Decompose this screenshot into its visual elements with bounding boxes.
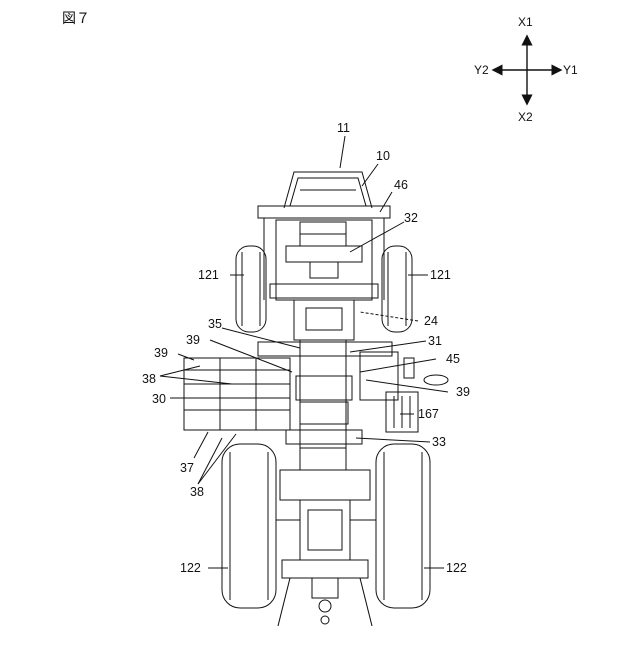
label-37: 37 bbox=[180, 461, 194, 475]
axis-label-y2: Y2 bbox=[474, 63, 489, 77]
central-frame bbox=[258, 340, 392, 470]
label-38-a: 38 bbox=[142, 372, 156, 386]
rear-wheel-right bbox=[376, 444, 430, 608]
label-39-c: 39 bbox=[456, 385, 470, 399]
label-11: 11 bbox=[337, 121, 350, 135]
label-35: 35 bbox=[208, 317, 222, 331]
label-39-b: 39 bbox=[154, 346, 168, 360]
label-121-right: 121 bbox=[430, 268, 451, 282]
label-38-b: 38 bbox=[190, 485, 204, 499]
rear-wheel-left bbox=[222, 444, 276, 608]
label-33: 33 bbox=[432, 435, 446, 449]
leader-lines bbox=[160, 136, 448, 568]
axis-label-x2: X2 bbox=[518, 110, 533, 124]
axis-label-y1: Y1 bbox=[563, 63, 578, 77]
label-46: 46 bbox=[394, 178, 408, 192]
label-121-left: 121 bbox=[198, 268, 219, 282]
label-122-right: 122 bbox=[446, 561, 467, 575]
label-45: 45 bbox=[446, 352, 460, 366]
label-31: 31 bbox=[428, 334, 442, 348]
label-167: 167 bbox=[418, 407, 439, 421]
figure-title: 図７ bbox=[62, 8, 90, 28]
label-122-left: 122 bbox=[180, 561, 201, 575]
label-32: 32 bbox=[404, 211, 418, 225]
label-24: 24 bbox=[424, 314, 438, 328]
front-wheel-left bbox=[236, 246, 266, 332]
battery-rack bbox=[184, 358, 290, 430]
label-10: 10 bbox=[376, 149, 390, 163]
cabin-outline bbox=[258, 172, 390, 340]
label-39-a: 39 bbox=[186, 333, 200, 347]
label-30: 30 bbox=[152, 392, 166, 406]
axis-label-x1: X1 bbox=[518, 15, 533, 29]
reference-labels: 11 10 46 32 121 121 24 35 31 39 39 45 38… bbox=[142, 121, 470, 575]
direction-indicator bbox=[497, 40, 557, 100]
rear-drivetrain bbox=[276, 470, 376, 626]
